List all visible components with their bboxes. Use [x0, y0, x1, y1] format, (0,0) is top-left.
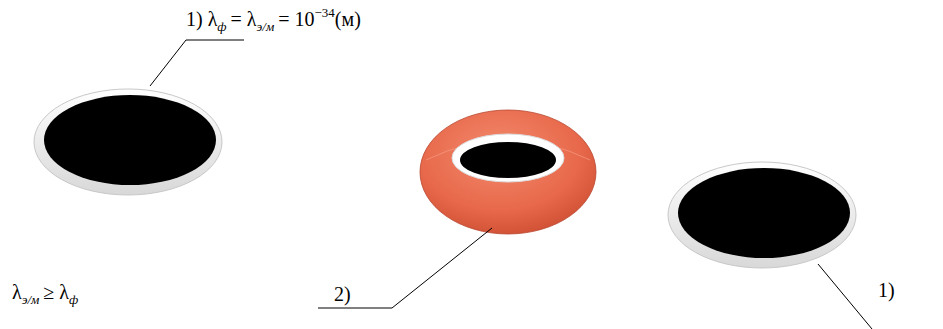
leader-line: [318, 228, 492, 308]
formula-part: λ: [12, 281, 22, 303]
callout-number: 1): [878, 279, 895, 301]
inequality-group: λэ/м≥ λф: [12, 278, 78, 309]
black-disc: [44, 95, 216, 185]
formula-part: э/м: [22, 292, 40, 307]
hole-rim: [452, 134, 564, 182]
black-hole: [460, 142, 556, 178]
formula-part: ≥ λ: [43, 281, 69, 303]
formula-part: 1) λ: [186, 8, 217, 30]
callout-number-group: 2): [334, 280, 351, 308]
callout-number-group: 1): [878, 276, 895, 304]
callout-number: 2): [334, 283, 351, 305]
formula-part: −34: [315, 5, 335, 20]
formula-part: э/м: [257, 19, 275, 34]
leader-line: [150, 40, 244, 86]
leader-line: [818, 264, 872, 329]
formula-part: (м): [335, 8, 361, 30]
disc-rim: [668, 162, 856, 268]
torus: [420, 110, 596, 234]
formula-part: = 10: [278, 8, 314, 30]
black-disc: [678, 168, 850, 258]
formula-group: 1) λф = λэ/м= 10−34(м): [186, 4, 361, 36]
formula-part: = λ: [231, 8, 257, 30]
disc-rim: [34, 89, 222, 195]
formula-part: ф: [69, 292, 78, 307]
formula-part: ф: [217, 19, 226, 34]
